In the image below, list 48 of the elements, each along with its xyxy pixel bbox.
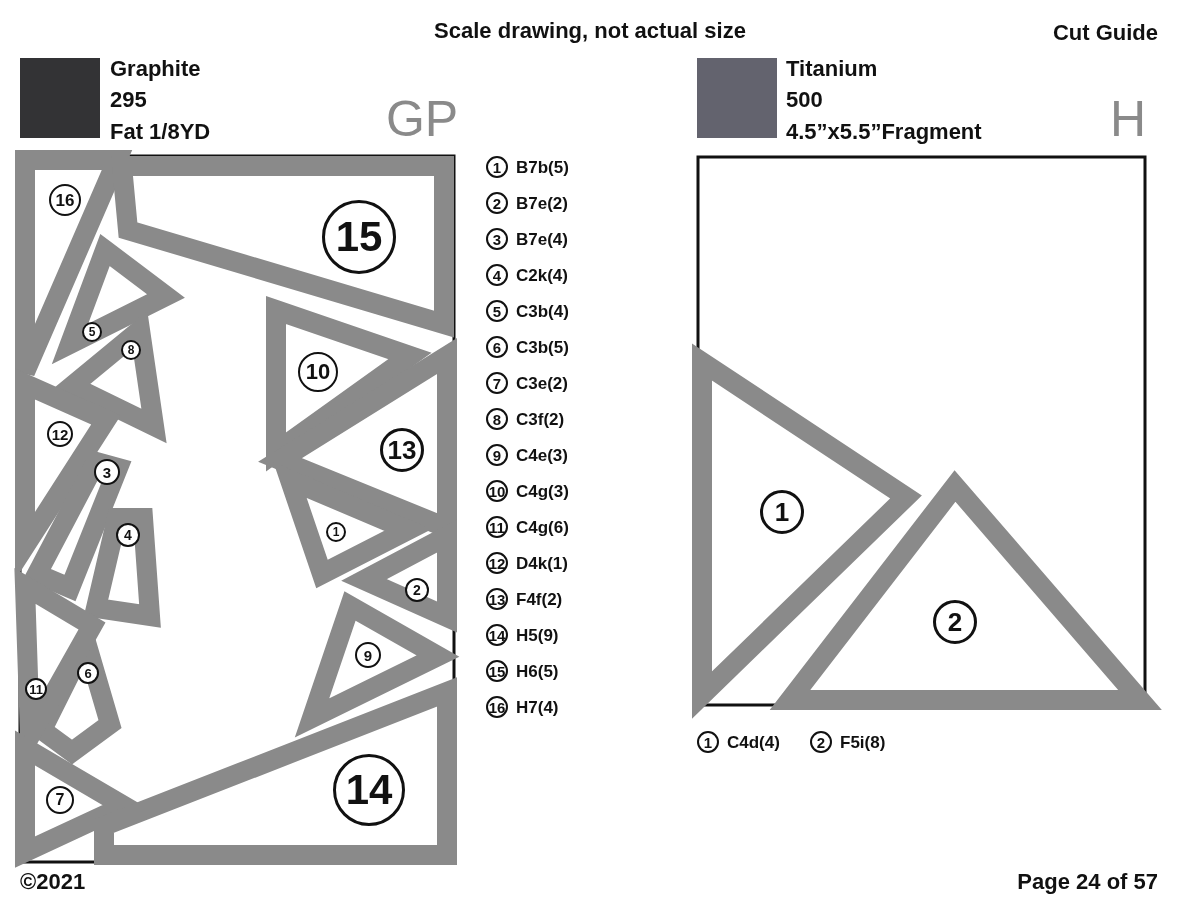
piece-code: C3f(2) [516,411,565,428]
number-circle: 6 [486,336,508,358]
fabric-amount: 4.5”x5.5”Fragment [786,121,982,143]
piece-code: C3b(5) [516,339,569,356]
number-circle: 10 [486,480,508,502]
piece-code: C4e(3) [516,447,568,464]
fabric-number: 500 [786,89,823,111]
number-circle: 3 [486,228,508,250]
copyright: ©2021 [20,871,86,893]
fabric-code: H [1109,94,1147,144]
page-number: Page 24 of 57 [1017,871,1158,893]
number-circle: 1 [697,731,719,753]
piece-code: B7e(2) [516,195,568,212]
number-circle: 11 [486,516,508,538]
piece-code: D4k(1) [516,555,568,572]
number-circle: 13 [486,588,508,610]
piece-code: F5i(8) [840,734,886,751]
fabric-amount: Fat 1/8YD [110,121,211,143]
note: Scale drawing, not actual size [434,20,746,42]
number-circle: 12 [486,552,508,574]
piece-code: F4f(2) [516,591,563,608]
number-circle: 14 [486,624,508,646]
piece-code: C3e(2) [516,375,568,392]
number-circle: 8 [486,408,508,430]
heading: Cut Guide [1052,22,1158,44]
number-circle: 4 [486,264,508,286]
piece-code: B7b(5) [516,159,569,176]
piece-code: C3b(4) [516,303,569,320]
piece-code: H5(9) [516,627,559,644]
number-circle: 5 [486,300,508,322]
piece-code: C4g(3) [516,483,569,500]
fabric-name: Titanium [786,58,878,80]
piece-code: B7e(4) [516,231,568,248]
number-circle: 1 [486,156,508,178]
number-circle: 9 [486,444,508,466]
piece-code: H7(4) [516,699,559,716]
piece-code: C4g(6) [516,519,569,536]
number-circle: 15 [486,660,508,682]
piece-code: C4d(4) [727,734,780,751]
number-circle: 7 [486,372,508,394]
number-circle: 16 [486,696,508,718]
fabric-code: GP [385,94,459,144]
fabric-number: 295 [110,89,147,111]
number-circle: 2 [486,192,508,214]
fabric-name: Graphite [110,58,201,80]
number-circle: 2 [810,731,832,753]
piece-code: H6(5) [516,663,559,680]
piece-code: C2k(4) [516,267,568,284]
